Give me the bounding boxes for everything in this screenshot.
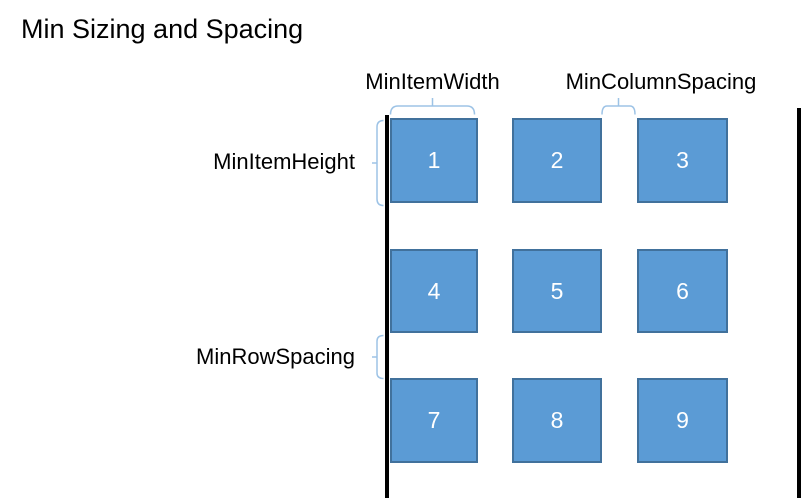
vertical-brace-icon (372, 334, 384, 380)
vertical-brace-icon (372, 119, 384, 207)
label-min-item-height: MinItemHeight (213, 149, 355, 174)
label-min-row-spacing: MinRowSpacing (196, 344, 355, 369)
left-boundary-line (385, 115, 389, 498)
grid-item: 8 (512, 378, 602, 463)
label-min-item-width: MinItemWidth (365, 69, 500, 94)
grid-item: 9 (637, 378, 728, 463)
grid-item: 2 (512, 118, 602, 203)
grid-item: 7 (390, 378, 478, 463)
horizontal-brace-icon (389, 98, 476, 115)
grid-item: 1 (390, 118, 478, 203)
label-min-column-spacing: MinColumnSpacing (565, 69, 757, 94)
grid-item: 4 (390, 249, 478, 333)
grid-item: 3 (637, 118, 728, 203)
page-title: Min Sizing and Spacing (21, 14, 304, 44)
right-boundary-line (797, 108, 801, 498)
grid-item: 5 (512, 249, 602, 333)
horizontal-brace-icon (601, 98, 636, 115)
grid-item: 6 (637, 249, 728, 333)
